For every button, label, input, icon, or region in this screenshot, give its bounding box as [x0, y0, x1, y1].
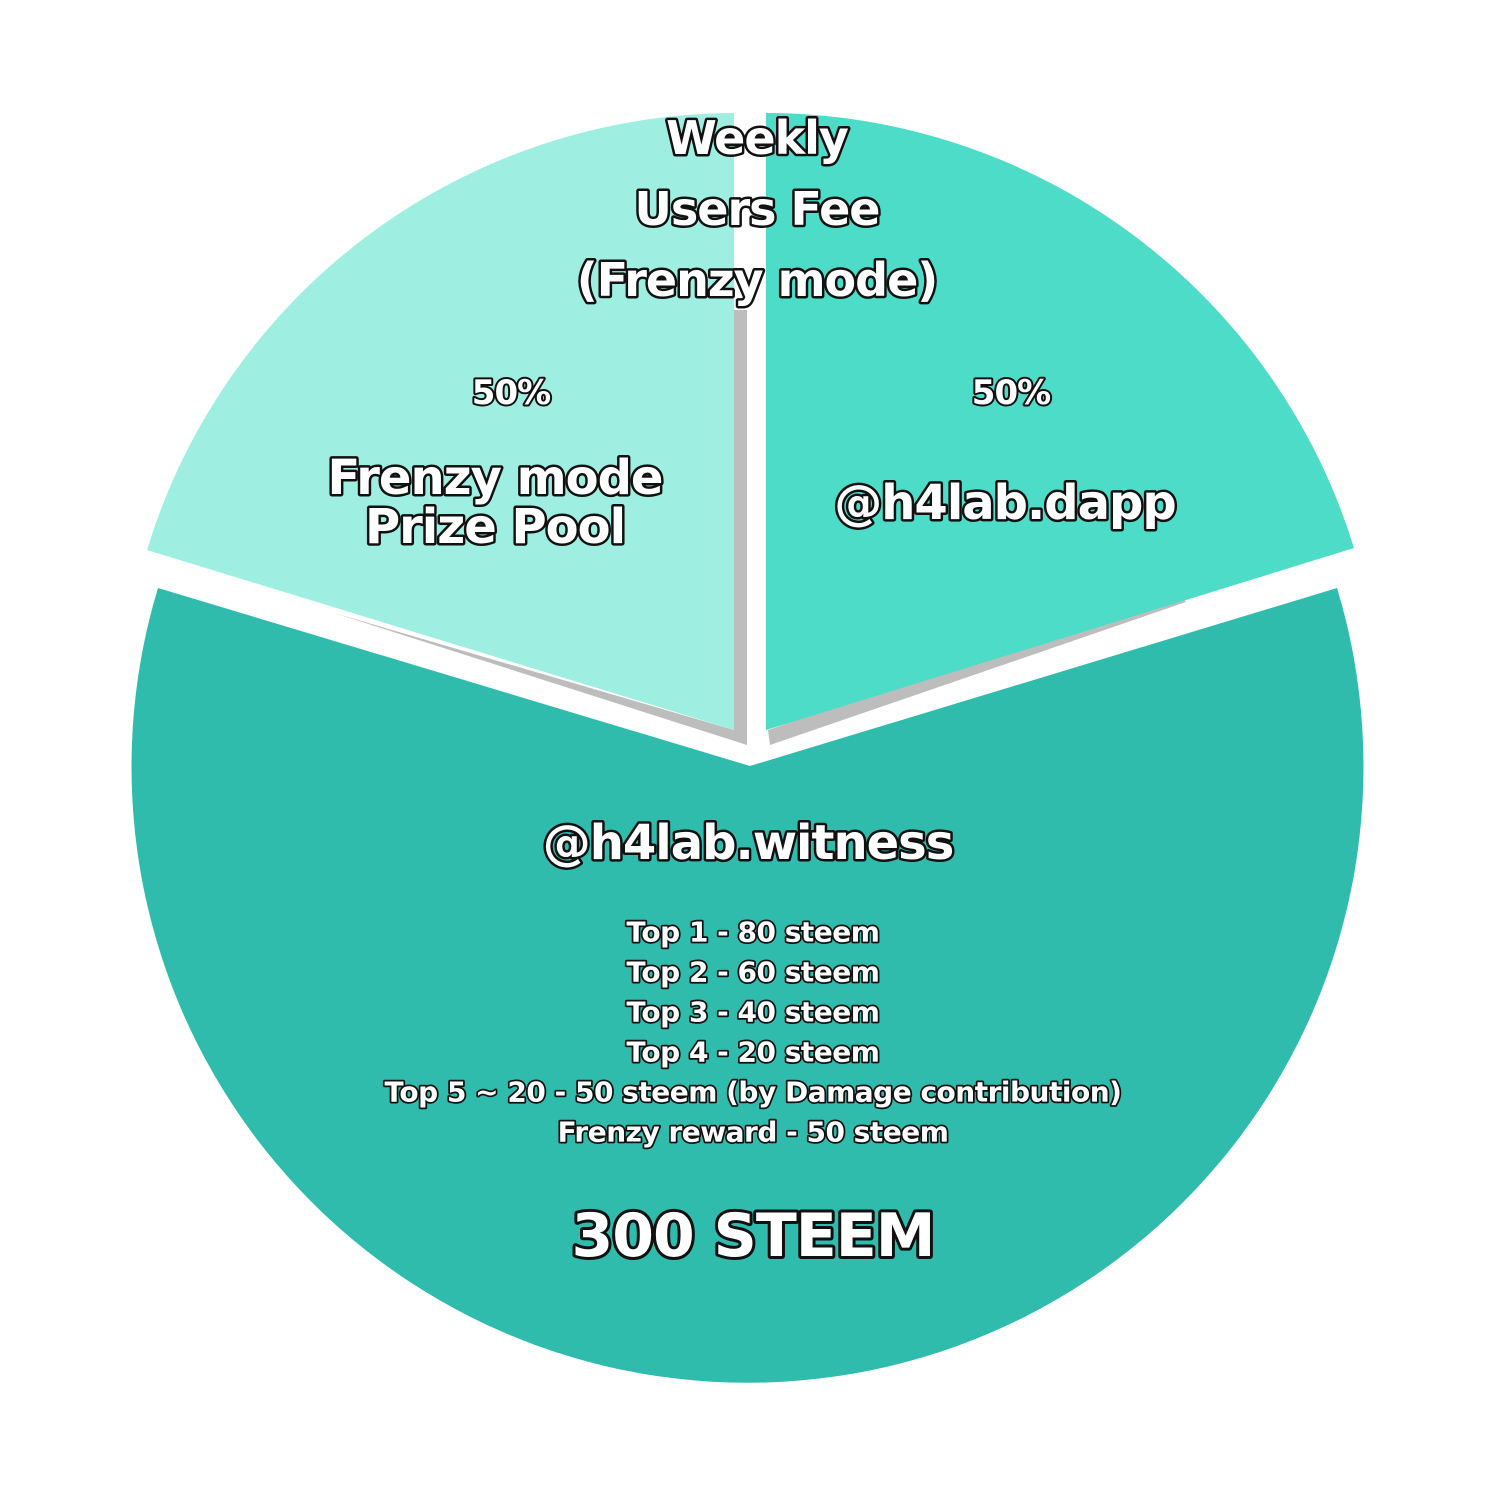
witness-reward-2: Top 2 - 60 steem: [627, 956, 880, 989]
witness-reward-1: Top 1 - 80 steem: [627, 916, 880, 949]
dapp-name: @h4lab.dapp: [834, 475, 1175, 531]
title-line-1: Weekly: [666, 111, 849, 165]
title-line-3: (Frenzy mode): [577, 253, 938, 307]
witness-reward-5: Top 5 ~ 20 - 50 steem (by Damage contrib…: [385, 1076, 1122, 1109]
witness-total: 300 STEEM: [572, 1201, 935, 1271]
dapp-percent: 50%: [972, 373, 1050, 413]
title-line-2: Users Fee: [635, 182, 880, 236]
frenzy-pool-name-line-2: Prize Pool: [365, 499, 625, 555]
witness-reward-6: Frenzy reward - 50 steem: [558, 1116, 949, 1149]
witness-reward-3: Top 3 - 40 steem: [627, 996, 880, 1029]
witness-name: @h4lab.witness: [543, 815, 954, 871]
frenzy-pool-percent: 50%: [472, 373, 550, 413]
slice-frenzy-pool: [147, 113, 734, 730]
frenzy-pool-name-line-1: Frenzy mode: [328, 450, 663, 506]
witness-reward-4: Top 4 - 20 steem: [627, 1036, 880, 1069]
slice-witness: [131, 588, 1364, 1383]
slice-dapp: [766, 113, 1354, 730]
